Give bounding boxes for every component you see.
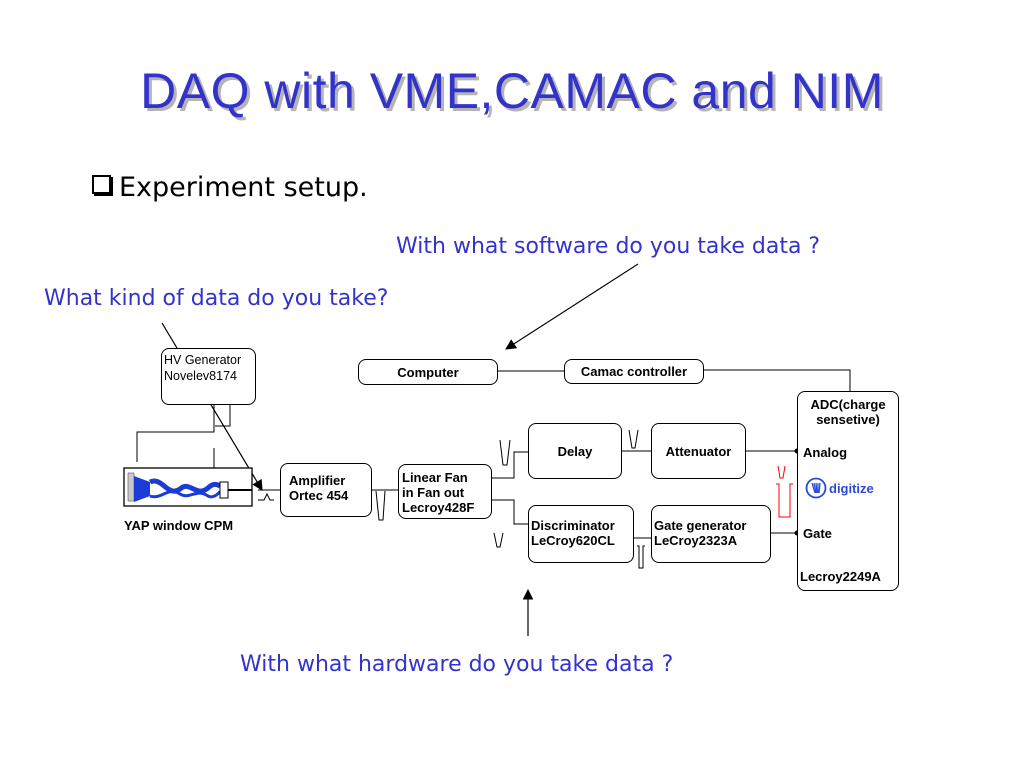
gate-generator-model: LeCroy2323A <box>654 533 738 548</box>
discriminator-block: Discriminator LeCroy620CL <box>528 505 634 563</box>
linear-fan-label: Linear Fan <box>402 470 468 485</box>
pmt-drawing <box>123 467 253 507</box>
checkbox-bullet-icon <box>92 175 111 194</box>
adc-title: ADC(charge sensetive) <box>798 397 898 427</box>
adc-gate-input: Gate <box>803 526 832 541</box>
linear-fan-block: Linear Fan in Fan out Lecroy428F <box>398 464 492 519</box>
adc-model: Lecroy2249A <box>800 569 881 584</box>
adc-analog-input: Analog <box>803 445 848 460</box>
digitize-icon <box>805 477 827 499</box>
discriminator-model: LeCroy620CL <box>531 533 615 548</box>
linear-fan-model: Lecroy428F <box>402 500 475 515</box>
hv-generator-label: HV Generator <box>164 353 242 367</box>
pmt-label: YAP window CPM <box>124 518 234 533</box>
hv-generator-model: Novelev8174 <box>164 369 237 383</box>
amplifier-block: Amplifier Ortec 454 <box>280 463 372 517</box>
delay-block: Delay <box>528 423 622 479</box>
camac-controller-block: Camac controller <box>564 359 704 384</box>
computer-block: Computer <box>358 359 498 385</box>
attenuator-block: Attenuator <box>651 423 746 479</box>
question-data-kind: What kind of data do you take? <box>44 286 389 311</box>
digitize-logo: digitize <box>805 477 874 499</box>
linear-fan-label-2: in Fan out <box>402 485 465 500</box>
amplifier-label: Amplifier <box>289 473 346 488</box>
question-software: With what software do you take data ? <box>396 234 821 259</box>
gate-generator-block: Gate generator LeCroy2323A <box>651 505 771 563</box>
bullet-text: Experiment setup. <box>119 172 368 203</box>
slide-title: DAQ with VME,CAMAC and NIM <box>140 63 884 119</box>
adc-title-line1: ADC(charge <box>810 397 886 412</box>
bullet-experiment-setup: Experiment setup. <box>92 172 368 203</box>
gate-generator-label: Gate generator <box>654 518 747 533</box>
amplifier-model: Ortec 454 <box>289 488 349 503</box>
adc-title-line2: sensetive) <box>816 412 880 427</box>
adc-block: ADC(charge sensetive) Analog digitize Ga… <box>797 391 899 591</box>
hv-generator-block: HV Generator Novelev8174 <box>161 348 256 405</box>
question-hardware: With what hardware do you take data ? <box>240 652 674 677</box>
discriminator-label: Discriminator <box>531 518 615 533</box>
digitize-text: digitize <box>829 480 874 496</box>
